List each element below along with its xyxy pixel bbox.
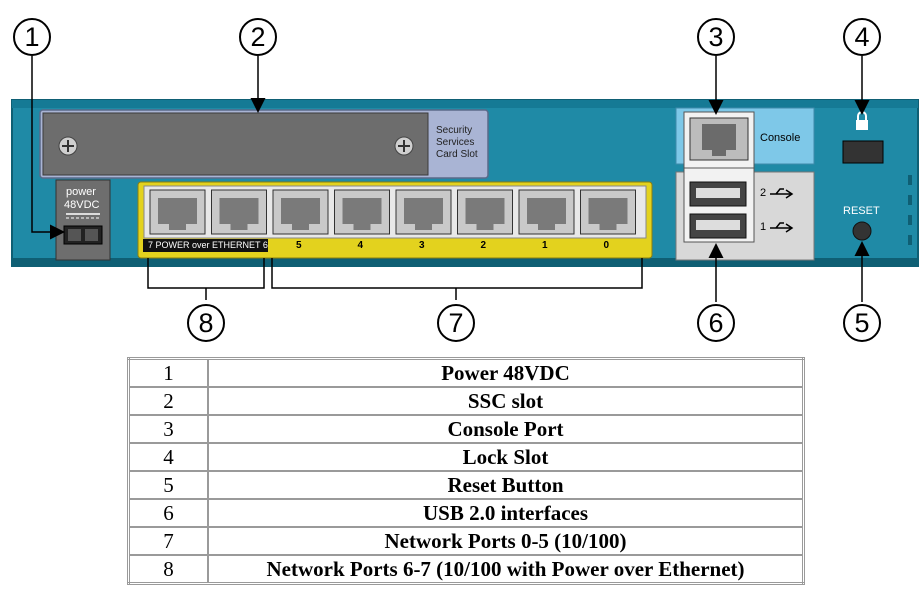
poe-port-6-label: 6 (262, 240, 268, 250)
port-number-label: 0 (603, 240, 610, 251)
poe-text: POWER over ETHERNET (155, 240, 261, 250)
legend-number: 1 (127, 357, 209, 388)
legend-description: Console Port (207, 414, 805, 444)
legend-number: 3 (127, 414, 209, 444)
callout-4: 4 (843, 18, 881, 56)
legend-number: 5 (127, 470, 209, 500)
callout-5: 5 (843, 304, 881, 342)
legend-number: 8 (127, 554, 209, 585)
port-number-label: 2 (480, 240, 487, 251)
ssc-slot (39, 109, 489, 179)
legend-number: 2 (127, 386, 209, 416)
legend-number: 4 (127, 442, 209, 472)
callout-1: 1 (13, 18, 51, 56)
usb-label-1: 1 (760, 221, 767, 233)
port-number-label: 4 (357, 240, 364, 251)
ssc-label-line: Services (436, 137, 475, 148)
ethernet-port[interactable] (580, 189, 636, 235)
ethernet-port[interactable] (211, 189, 267, 235)
ethernet-port[interactable] (272, 189, 329, 235)
power-connector (55, 179, 111, 261)
legend-description: Reset Button (207, 470, 805, 500)
poe-port-7-label: 7 (148, 240, 154, 250)
ssc-label-line: Card Slot (436, 149, 478, 160)
legend-description: Power 48VDC (207, 357, 805, 388)
poe-label: 7 POWER over ETHERNET 6 (148, 239, 268, 252)
legend-description: Lock Slot (207, 442, 805, 472)
side-vents (908, 175, 912, 245)
ssc-label-line: Security (436, 125, 473, 136)
callout-3: 3 (697, 18, 735, 56)
reset-label: RESET (843, 205, 880, 217)
lock-slot (842, 111, 884, 164)
reset-button[interactable] (852, 221, 872, 241)
ethernet-port[interactable] (518, 189, 575, 235)
legend-description: USB 2.0 interfaces (207, 498, 805, 528)
legend-number: 6 (127, 498, 209, 528)
ethernet-port[interactable] (395, 189, 452, 235)
callout-7: 7 (437, 304, 475, 342)
usb-icon (770, 188, 794, 199)
callout-8: 8 (187, 304, 225, 342)
legend-number: 7 (127, 526, 209, 556)
ethernet-port[interactable] (149, 189, 206, 235)
callout-6: 6 (697, 304, 735, 342)
ssc-label: Security Services Card Slot (436, 125, 478, 161)
power-voltage-label: 48VDC (64, 199, 100, 211)
usb-label-2: 2 (760, 187, 767, 199)
console-panel (675, 107, 815, 169)
ethernet-port[interactable] (334, 189, 390, 235)
usb-panel (675, 167, 815, 261)
device-diagram (11, 56, 919, 302)
legend-description: Network Ports 6-7 (10/100 with Power ove… (207, 554, 805, 585)
legend-description: Network Ports 0-5 (10/100) (207, 526, 805, 556)
power-label: power (66, 186, 96, 198)
port-number-label: 3 (419, 240, 425, 251)
usb-icon (770, 222, 794, 233)
legend-description: SSC slot (207, 386, 805, 416)
port-number-label: 1 (542, 240, 548, 251)
ethernet-port[interactable] (457, 189, 513, 235)
port-number-label: 5 (296, 240, 302, 251)
callout-2: 2 (239, 18, 277, 56)
console-label: Console (760, 132, 801, 144)
